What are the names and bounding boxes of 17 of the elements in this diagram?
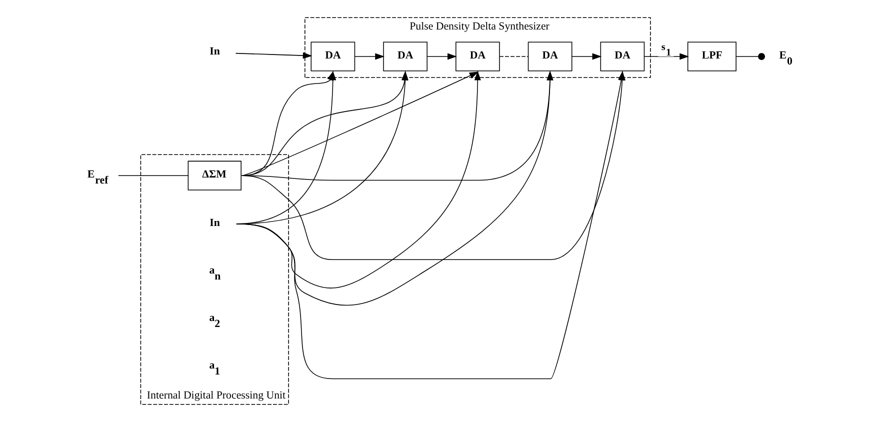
node-box: ΔΣM	[188, 160, 242, 190]
arrow	[572, 53, 602, 60]
connector	[736, 53, 766, 60]
node-box: DA	[383, 42, 428, 72]
node-box: DA	[600, 42, 645, 72]
arrow	[644, 53, 689, 60]
node-box: LPF	[687, 42, 736, 72]
connector	[499, 56, 528, 57]
arrow	[354, 53, 384, 60]
arrow	[235, 52, 312, 59]
node-box: DA	[528, 42, 572, 72]
connector	[118, 175, 189, 176]
node-text: In	[210, 46, 220, 58]
node-text: In	[210, 216, 220, 229]
arrow	[426, 53, 457, 60]
node-box: DA	[310, 42, 356, 72]
node-box: DA	[456, 42, 500, 72]
